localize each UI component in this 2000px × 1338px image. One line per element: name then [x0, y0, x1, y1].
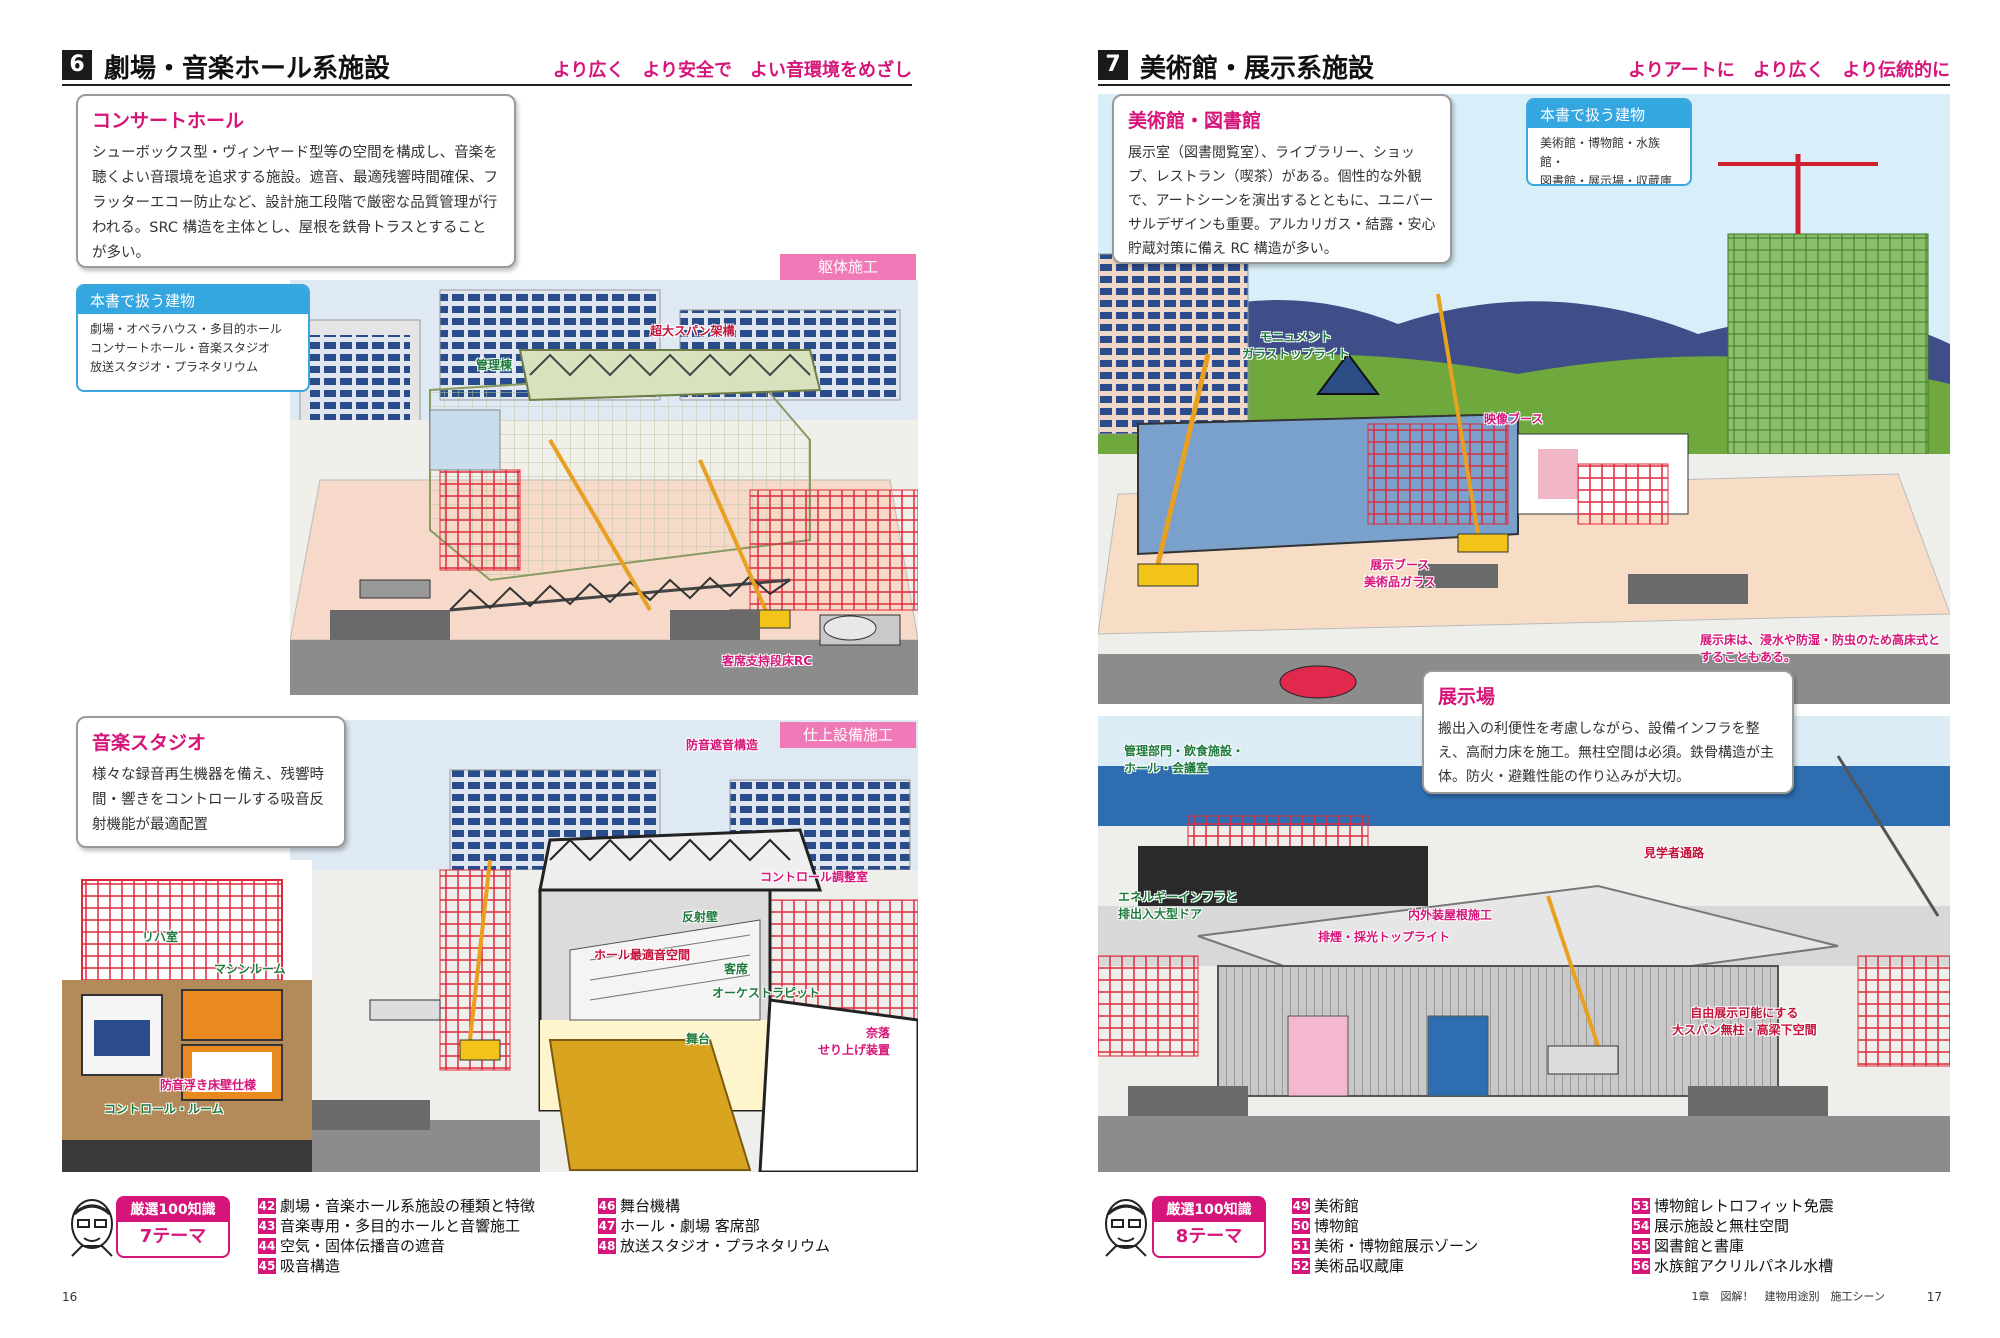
section-tagline: より広く より安全で よい音環境をめざし	[552, 60, 912, 81]
knowledge-badge-count: 7テーマ	[139, 1226, 207, 1247]
label-roof-works: 内外装屋根施工	[1408, 908, 1493, 922]
label-reflector: 反射壁	[682, 910, 719, 924]
museum-title: 美術館・図書館	[1128, 110, 1262, 132]
phase-structure-badge: 躯体施工	[780, 254, 916, 280]
label-orchestra-pit: オーケストラピット	[712, 986, 821, 1000]
label-energy-doors: エネルギーインフラと 排出入大型ドア	[1118, 890, 1238, 921]
section-header-theater: 6 劇場・音楽ホール系施設 より広く より安全で よい音環境をめざし	[62, 50, 912, 86]
buildings-line: 美術館・博物館・水族館・	[1540, 136, 1661, 169]
label-stage: 舞台	[686, 1032, 711, 1046]
buildings-line: 図書館・展示場・収蔵庫	[1540, 174, 1673, 186]
label-seat-finish: 奈落 せり上げ装置	[818, 1026, 891, 1057]
label-sound-roof: 防音遮音構造	[686, 738, 759, 752]
label-hall-space: ホール最適音空間	[594, 948, 691, 962]
music-studio-body: 様々な録音再生機器を備え、残響時間・響きをコントロールする吸音反射機能が最適配置	[92, 767, 324, 833]
right-page: 7 美術館・展示系施設 よりアートに より広く より伝統的に	[1000, 0, 2000, 1338]
exhibition-callout: 展示場 搬出入の利便性を考慮しながら、設備インフラを整え、高耐力床を施工。無柱空…	[1422, 670, 1794, 794]
label-seat-support-rc: 客席支持段床RC	[722, 654, 813, 668]
hall-interior-illustration	[290, 720, 918, 1172]
music-studio-callout: 音楽スタジオ 様々な録音再生機器を備え、残響時間・響きをコントロールする吸音反射…	[76, 716, 346, 848]
knowledge-badge: 厳選100知識 7テーマ	[116, 1196, 230, 1258]
section-title: 劇場・音楽ホール系施設	[104, 54, 391, 84]
section-tagline: よりアートに より広く より伝統的に	[1628, 60, 1950, 81]
knowledge-badge-title: 厳選100知識	[1154, 1198, 1264, 1222]
exhibition-title: 展示場	[1438, 686, 1496, 708]
label-raised-floor-note: 展示床は、浸水や防湿・防虫のため高床式とすることもある。	[1700, 633, 1941, 664]
section-header-museum: 7 美術館・展示系施設 よりアートに より広く より伝統的に	[1098, 50, 1950, 86]
buildings-line: 放送スタジオ・プラネタリウム	[90, 360, 259, 374]
phase-finishing-badge: 仕上設備施工	[780, 722, 916, 748]
author-face-icon	[71, 1199, 113, 1257]
studio-illustration	[62, 860, 312, 1172]
buildings-line: 劇場・オペラハウス・多目的ホール	[90, 322, 282, 336]
label-long-span-space: 自由展示可能にする 大スパン無柱・高梁下空間	[1672, 1006, 1817, 1037]
page-number-right: 17	[1926, 1290, 1942, 1304]
concert-hall-callout: コンサートホール シューボックス型・ヴィンヤード型等の空間を構成し、音楽を聴くよ…	[76, 94, 516, 268]
label-seats: 客席	[724, 962, 749, 976]
buildings-box-right: 本書で扱う建物 美術館・博物館・水族館・ 図書館・展示場・収蔵庫	[1526, 98, 1692, 186]
author-face-icon	[1105, 1199, 1147, 1257]
section-number: 6	[62, 50, 92, 80]
buildings-box-body: 美術館・博物館・水族館・ 図書館・展示場・収蔵庫	[1528, 128, 1690, 186]
section-title: 美術館・展示系施設	[1140, 54, 1375, 84]
buildings-box-title: 本書で扱う建物	[78, 286, 308, 314]
label-floating-floor: 防音浮き床壁仕様	[160, 1078, 257, 1092]
buildings-box-left: 本書で扱う建物 劇場・オペラハウス・多目的ホール コンサートホール・音楽スタジオ…	[76, 284, 310, 392]
buildings-box-body: 劇場・オペラハウス・多目的ホール コンサートホール・音楽スタジオ 放送スタジオ・…	[78, 314, 308, 383]
label-long-span-truss: 超大スパン架構	[650, 324, 735, 338]
buildings-line: コンサートホール・音楽スタジオ	[90, 341, 271, 355]
label-exhibit-booth: 展示ブース 美術品ガラス	[1364, 558, 1436, 589]
knowledge-badge-title: 厳選100知識	[118, 1198, 228, 1222]
label-rehearsal-room: リハ室	[142, 930, 179, 944]
knowledge-badge-count: 8テーマ	[1175, 1226, 1243, 1247]
label-video-booth: 映像ブース	[1484, 412, 1544, 426]
label-smoke-toplight: 排煙・採光トップライト	[1318, 930, 1451, 944]
buildings-box-title: 本書で扱う建物	[1528, 100, 1690, 128]
museum-body: 展示室（図書閲覧室）、ライブラリー、ショップ、レストラン（喫茶）がある。個性的な…	[1128, 145, 1436, 257]
label-control-booth: コントロール調整室	[760, 870, 869, 884]
label-admin-facilities: 管理部門・飲食施設・ ホール・会議室	[1124, 744, 1245, 775]
label-control-room: コントロール・ルーム	[104, 1102, 224, 1116]
exhibition-body: 搬出入の利便性を考慮しながら、設備インフラを整え、高耐力床を施工。無柱空間は必須…	[1438, 721, 1774, 785]
page-number-left: 16	[62, 1290, 78, 1304]
chapter-footer: 1章 図解！ 建物用途別 施工シーン	[1691, 1290, 1885, 1303]
left-page: 6 劇場・音楽ホール系施設 より広く より安全で よい音環境をめざし	[0, 50, 1000, 1304]
concert-hall-body: シューボックス型・ヴィンヤード型等の空間を構成し、音楽を聴くよい音環境を追求する…	[92, 145, 498, 261]
label-machine-room: マシンルーム	[214, 962, 286, 976]
section-number: 7	[1098, 50, 1128, 80]
music-studio-title: 音楽スタジオ	[92, 732, 207, 754]
concert-hall-title: コンサートホール	[92, 110, 245, 132]
museum-callout: 美術館・図書館 展示室（図書閲覧室）、ライブラリー、ショップ、レストラン（喫茶）…	[1112, 94, 1452, 264]
label-visitor-path: 見学者通路	[1644, 846, 1705, 860]
knowledge-badge: 厳選100知識 8テーマ	[1152, 1196, 1266, 1258]
label-monument-toplight: モニュメント ガラストップライト	[1242, 330, 1350, 361]
concert-hall-illustration	[290, 280, 918, 695]
label-admin-building: 管理棟	[476, 358, 513, 372]
